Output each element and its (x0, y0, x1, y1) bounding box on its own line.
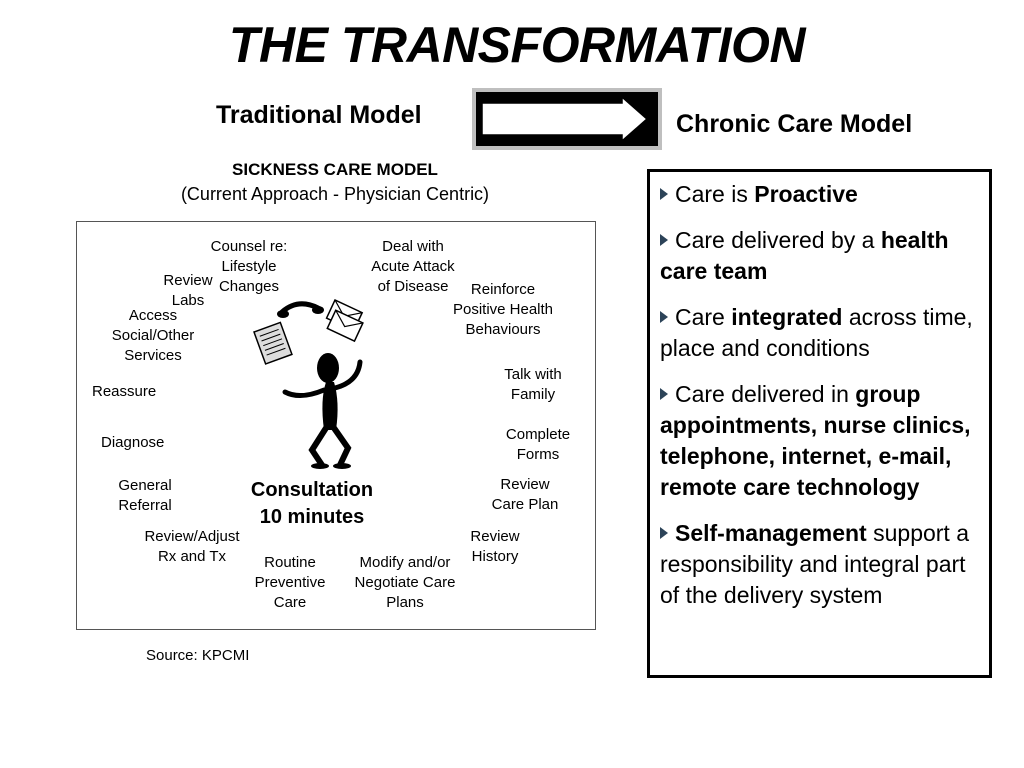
traditional-model-label: Traditional Model (216, 101, 422, 129)
right-arrow-icon (472, 88, 662, 150)
papers-icon (253, 321, 293, 365)
sickness-care-diagram (76, 221, 596, 630)
bullet-triangle-icon (660, 188, 668, 200)
chronic-care-item: Care is Proactive (660, 179, 981, 210)
chronic-care-item: Care delivered in group appointments, nu… (660, 379, 981, 503)
telephone-icon (277, 301, 324, 318)
chronic-care-text: Care is (675, 181, 755, 207)
activity-reassure: Reassure (92, 383, 157, 400)
chronic-care-item: Care integrated across time, place and c… (660, 302, 981, 364)
chronic-care-text: Care delivered by a (675, 227, 881, 253)
chronic-care-text: across time, place and conditions (660, 304, 973, 361)
chronic-care-text: support a responsibility and integral pa… (660, 520, 970, 608)
chronic-care-item: Self-management support a responsibility… (660, 518, 981, 611)
chronic-care-text: group appointments, nurse clinics, telep… (660, 381, 971, 500)
bullet-triangle-icon (660, 527, 668, 539)
activity-diagnose: Diagnose (101, 434, 165, 451)
bullet-triangle-icon (660, 388, 668, 400)
chronic-care-item: Care delivered by a health care team (660, 225, 981, 287)
juggling-stick-figure-icon (253, 299, 364, 469)
chronic-care-model-label: Chronic Care Model (676, 110, 913, 138)
chronic-care-text: Care delivered in (675, 381, 856, 407)
chronic-care-text: integrated (731, 304, 843, 330)
source-note: Source: KPCMI (146, 647, 250, 664)
envelope-icon (325, 299, 364, 343)
chronic-care-text: Self-management (675, 520, 867, 546)
chronic-care-text: health care team (660, 227, 949, 284)
sickness-care-subtitle: (Current Approach - Physician Centric) (180, 184, 490, 204)
bullet-triangle-icon (660, 234, 668, 246)
bullet-triangle-icon (660, 311, 668, 323)
sickness-care-title: SICKNESS CARE MODEL (232, 160, 438, 179)
slide-title: THE TRANSFORMATION (228, 17, 806, 73)
chronic-care-text: Proactive (754, 181, 858, 207)
chronic-care-text: Care (675, 304, 732, 330)
